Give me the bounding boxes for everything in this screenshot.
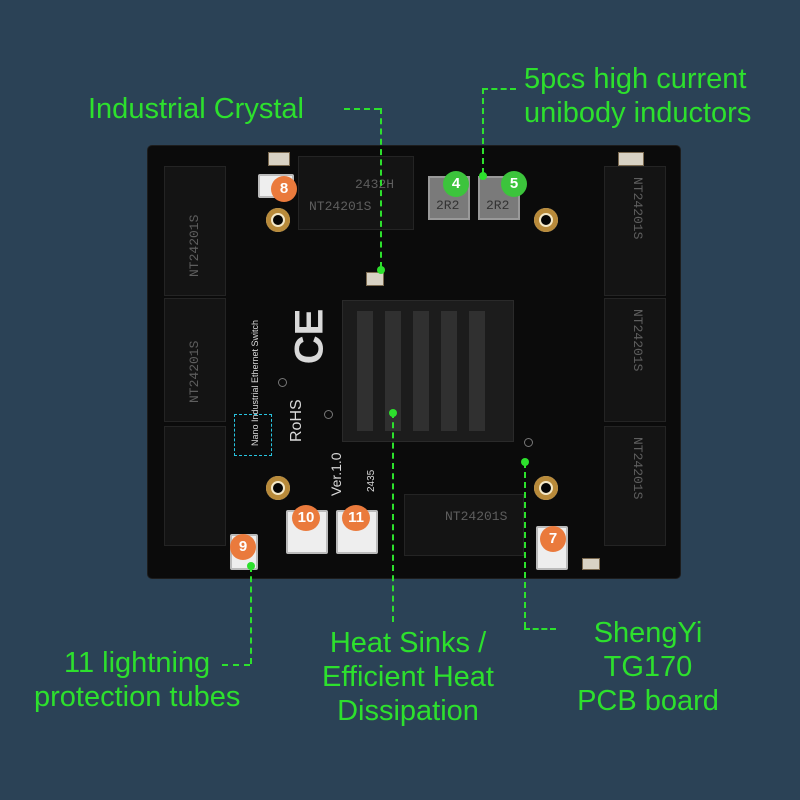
callout-pcb-line2: TG170 bbox=[603, 651, 693, 683]
callout-pcb-line1: ShengYi bbox=[593, 617, 703, 649]
callout-heatsink-line1: Heat Sinks / bbox=[329, 627, 487, 659]
callout-pcb: ShengYi TG170 PCB board bbox=[560, 616, 736, 718]
leader-protection-dot bbox=[247, 562, 255, 570]
chip-label: NT24201S bbox=[630, 437, 645, 500]
callout-crystal: Industrial Crystal bbox=[88, 93, 304, 125]
inductor-mark: 2R2 bbox=[486, 198, 510, 213]
transformer-bottom: NT24201S bbox=[404, 494, 524, 556]
silkscreen-rohs: RoHS bbox=[288, 399, 305, 442]
inductor-mark: 2R2 bbox=[436, 198, 460, 213]
badge-7: 7 bbox=[540, 526, 566, 552]
highlight-box bbox=[234, 414, 272, 456]
chip-label: NT24201S bbox=[630, 177, 645, 240]
chip-label: NT24201S bbox=[445, 509, 508, 524]
via bbox=[524, 438, 533, 447]
smd-cap bbox=[618, 152, 644, 166]
crystal bbox=[366, 272, 384, 286]
mount-hole-bottom-right bbox=[534, 476, 558, 500]
leader-inductors-dot bbox=[479, 172, 487, 180]
callout-heatsink-line2: Efficient Heat bbox=[322, 661, 494, 693]
silkscreen-date: 2435 bbox=[366, 469, 377, 492]
leader-protection-h bbox=[222, 664, 250, 666]
mount-hole-bottom-left bbox=[266, 476, 290, 500]
badge-9: 9 bbox=[230, 534, 256, 560]
callout-heatsink-line3: Dissipation bbox=[337, 695, 479, 727]
leader-crystal-dot bbox=[377, 266, 385, 274]
smd-cap bbox=[268, 152, 290, 166]
callout-inductors: 5pcs high current unibody inductors bbox=[524, 62, 751, 130]
mount-hole-top-left bbox=[266, 208, 290, 232]
badge-5: 5 bbox=[501, 171, 527, 197]
leader-protection-v bbox=[250, 566, 252, 664]
heat-sink bbox=[342, 300, 514, 442]
magnetics-left-top: NT24201S bbox=[164, 166, 226, 296]
callout-inductors-line2: unibody inductors bbox=[524, 97, 752, 129]
callout-protection: 11 lightning protection tubes bbox=[34, 646, 240, 714]
silkscreen-version: Ver.1.0 bbox=[328, 452, 344, 496]
leader-crystal-h bbox=[344, 108, 380, 110]
badge-10: 10 bbox=[292, 505, 320, 531]
leader-heatsink-v bbox=[392, 412, 394, 622]
smd-cap bbox=[582, 558, 600, 570]
callout-protection-line1: 11 lightning bbox=[64, 647, 211, 679]
leader-crystal-v bbox=[380, 108, 382, 268]
chip-code: 2432H bbox=[355, 177, 395, 192]
leader-heatsink-dot bbox=[389, 409, 397, 417]
badge-8: 8 bbox=[271, 176, 297, 202]
leader-pcb-dot bbox=[521, 458, 529, 466]
mount-hole-top-right bbox=[534, 208, 558, 232]
callout-protection-line2: protection tubes bbox=[34, 681, 241, 713]
badge-4: 4 bbox=[443, 171, 469, 197]
callout-heatsink: Heat Sinks / Efficient Heat Dissipation bbox=[306, 626, 510, 728]
transformer-top: 2432H NT24201S bbox=[298, 156, 414, 230]
magnetics-left-bottom bbox=[164, 426, 226, 546]
leader-inductors-h bbox=[482, 88, 516, 90]
leader-pcb-h bbox=[524, 628, 556, 630]
ce-mark: CE bbox=[287, 308, 332, 365]
magnetics-right-top: NT24201S bbox=[604, 166, 666, 296]
leader-inductors-v bbox=[482, 88, 484, 174]
inductor-5: 2R2 bbox=[478, 176, 520, 220]
chip-label: NT24201S bbox=[630, 309, 645, 372]
chip-label: NT24201S bbox=[187, 340, 202, 403]
magnetics-left-mid: NT24201S bbox=[164, 298, 226, 422]
magnetics-right-bottom: NT24201S bbox=[604, 426, 666, 546]
chip-label: NT24201S bbox=[309, 199, 372, 214]
callout-pcb-line3: PCB board bbox=[577, 685, 719, 717]
chip-label: NT24201S bbox=[187, 214, 202, 277]
via bbox=[324, 410, 333, 419]
pcb-board: NT24201S NT24201S NT24201S NT24201S NT24… bbox=[148, 146, 680, 578]
leader-pcb-v bbox=[524, 462, 526, 628]
badge-11: 11 bbox=[342, 505, 370, 531]
magnetics-right-mid: NT24201S bbox=[604, 298, 666, 422]
callout-inductors-line1: 5pcs high current bbox=[524, 63, 747, 95]
via bbox=[278, 378, 287, 387]
